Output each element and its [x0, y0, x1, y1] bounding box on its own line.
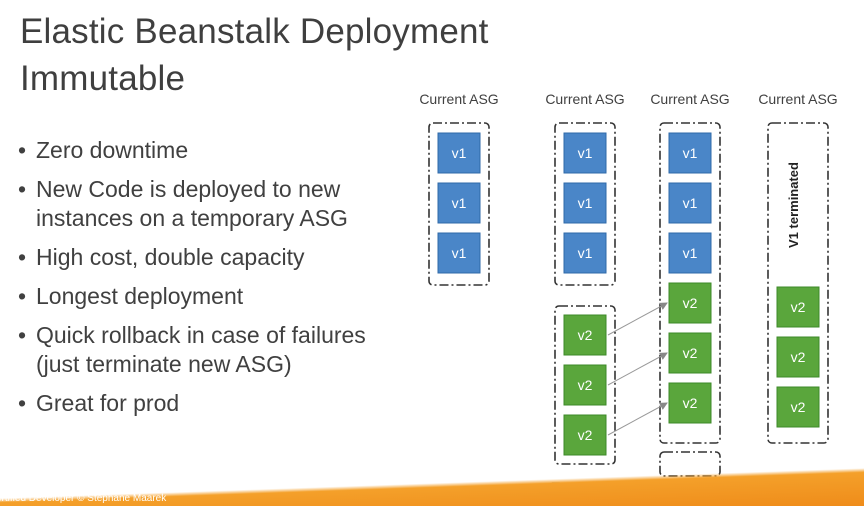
instance-label: v1 [452, 195, 467, 211]
instance-label: v2 [791, 399, 806, 415]
instance-label: v1 [578, 245, 593, 261]
instance-v2 [563, 314, 607, 356]
instance-v2 [563, 364, 607, 406]
instance-label: v1 [683, 245, 698, 261]
bullet-text: Longest deployment [36, 283, 244, 309]
bullet-item: Longest deployment [18, 282, 366, 311]
asg-label: Current ASG [650, 91, 729, 107]
asg-label: Current ASG [545, 91, 624, 107]
asg-label: Current ASG [419, 91, 498, 107]
instance-v1 [437, 182, 481, 224]
instance-v1 [437, 132, 481, 174]
bullet-text: Zero downtime [36, 137, 189, 163]
temp-asg-box [554, 305, 616, 465]
footer-bar [0, 466, 864, 506]
instance-label: v1 [452, 245, 467, 261]
bullet-item: Zero downtime [18, 136, 366, 165]
asg-box [554, 122, 616, 286]
instance-v1 [668, 132, 712, 174]
instance-v1 [437, 232, 481, 274]
instance-v1 [563, 182, 607, 224]
slide-title: Elastic Beanstalk Deployment [20, 12, 489, 51]
instance-label: v2 [683, 295, 698, 311]
bullet-text: (just terminate new ASG) [36, 351, 292, 377]
instance-label: v2 [683, 395, 698, 411]
bullet-list: Zero downtime New Code is deployed to ne… [18, 136, 366, 428]
instance-label: v2 [791, 299, 806, 315]
bullet-item: Quick rollback in case of failures (just … [18, 321, 366, 379]
instance-v2 [563, 414, 607, 456]
asg-box [659, 122, 721, 444]
bullet-text: Great for prod [36, 390, 180, 416]
footer-credit: ertified Developer © Stephane Maarek [0, 493, 167, 504]
instance-v1 [668, 232, 712, 274]
instance-label: v1 [578, 145, 593, 161]
instance-label: v2 [578, 427, 593, 443]
instance-label: v1 [683, 145, 698, 161]
instance-v2 [776, 386, 820, 428]
asg-box [767, 122, 829, 444]
instance-label: v2 [791, 349, 806, 365]
bullet-text: instances on a temporary ASG [36, 205, 348, 231]
instance-v2 [668, 382, 712, 424]
instance-label: v2 [683, 345, 698, 361]
instance-v1 [563, 132, 607, 174]
asg-label: Current ASG [758, 91, 837, 107]
bullet-text: High cost, double capacity [36, 244, 305, 270]
asg-box [428, 122, 490, 286]
instance-v2 [668, 282, 712, 324]
migration-arrow [607, 352, 668, 386]
instance-label: v2 [578, 327, 593, 343]
migration-arrow [607, 302, 668, 336]
bullet-text: Quick rollback in case of failures [36, 322, 366, 348]
migration-arrow [607, 402, 668, 436]
slide-subtitle: Immutable [20, 59, 186, 98]
instance-v2 [668, 332, 712, 374]
instance-label: v2 [578, 377, 593, 393]
instance-label: v1 [452, 145, 467, 161]
instance-v2 [776, 286, 820, 328]
instance-v1 [668, 182, 712, 224]
bullet-item: High cost, double capacity [18, 243, 366, 272]
bullet-text: New Code is deployed to new [36, 176, 341, 202]
instance-v2 [776, 336, 820, 378]
bullet-item: New Code is deployed to new instances on … [18, 175, 366, 233]
terminated-label: V1 terminated [786, 162, 801, 248]
instance-label: v1 [683, 195, 698, 211]
instance-label: v1 [578, 195, 593, 211]
instance-v1 [563, 232, 607, 274]
bullet-item: Great for prod [18, 389, 366, 418]
